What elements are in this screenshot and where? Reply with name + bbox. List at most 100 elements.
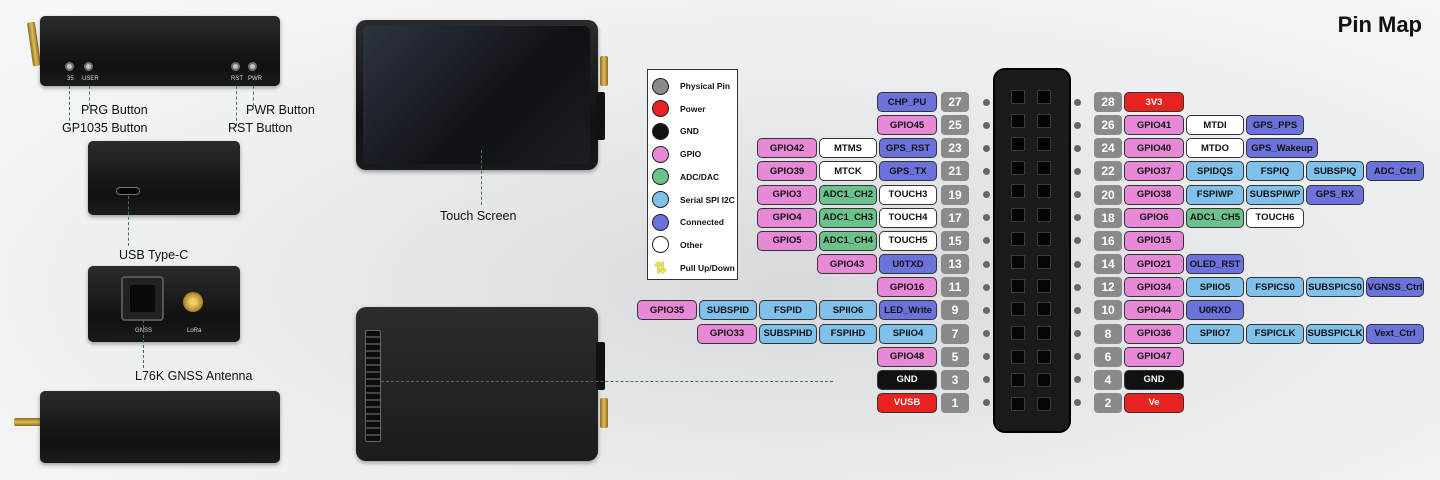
connector-pin-hole (1037, 349, 1051, 364)
pin-label: VUSB (877, 392, 937, 413)
pin-connector-dot (1074, 353, 1081, 361)
legend-item: ⇅Pull Up/Down (652, 258, 735, 278)
pin-number: 8 (1094, 323, 1122, 344)
pin-connector-dot (983, 306, 990, 314)
connector-pin-hole (1011, 326, 1025, 340)
pin-label: 3V3 (1124, 92, 1184, 112)
leader-line (253, 86, 254, 106)
pin-number: 12 (1094, 277, 1122, 298)
pin-number: 16 (1094, 230, 1122, 251)
gnss-antenna-label: L76K GNSS Antenna (135, 369, 253, 383)
connector-pin-hole (1037, 160, 1051, 175)
antenna-icon (600, 398, 608, 428)
connector-pin-hole (1011, 396, 1025, 411)
legend-item: Serial SPI I2C (652, 190, 735, 210)
pin-label: ADC1_CH5 (1186, 207, 1244, 228)
button-35-icon[interactable] (65, 62, 74, 71)
pin-label: SPIIO5 (1186, 277, 1244, 298)
legend-item: ADC/DAC (652, 167, 719, 187)
legend-label: Physical Pin (680, 81, 731, 91)
pin-number: 22 (1094, 161, 1122, 182)
connector-pin-hole (1037, 396, 1051, 411)
prg-button-label: PRG Button (81, 103, 148, 117)
legend-swatch (652, 168, 669, 186)
connector-pin-hole (1037, 113, 1051, 128)
pin-label: MTDI (1186, 115, 1244, 136)
legend-swatch (652, 77, 669, 95)
connector-pin-hole (1037, 278, 1051, 293)
pin-number: 27 (941, 92, 969, 112)
rst-button-icon[interactable] (231, 62, 240, 71)
pin-label: CHP_PU (877, 92, 937, 112)
pin-connector-dot (1074, 191, 1081, 199)
pin-label: GPIO35 (637, 300, 697, 321)
pin-label: GPIO41 (1124, 115, 1184, 136)
device-gnss-side (88, 266, 240, 342)
lora-connector-icon (183, 292, 203, 312)
pin-label: GPIO44 (1124, 300, 1184, 321)
pin-label: SUBSPICS0 (1306, 277, 1364, 298)
connector-pin-hole (1011, 184, 1025, 199)
legend-swatch (652, 100, 669, 118)
pin-connector-dot (983, 214, 990, 222)
pin-number: 2 (1094, 392, 1122, 413)
pin-label: GPIO38 (1124, 184, 1184, 205)
pin-number: 25 (941, 115, 969, 136)
antenna-icon (600, 56, 608, 86)
antenna-icon (26, 21, 42, 67)
tiny-label-user: USER (82, 76, 99, 82)
pin-number: 5 (941, 346, 969, 367)
pin-label: FSPIWP (1186, 184, 1244, 205)
pin-label: SPIIO4 (879, 323, 937, 344)
pin-label: MTCK (819, 161, 877, 182)
legend-item: GND (652, 121, 699, 141)
leader-line (481, 150, 482, 205)
user-button-icon[interactable] (84, 62, 93, 71)
touch-screen[interactable] (363, 26, 590, 164)
legend-label: Power (680, 103, 706, 114)
pin-label: FSPIQ (1246, 161, 1304, 182)
pin-number: 13 (941, 254, 969, 275)
connector-pin-hole (1011, 208, 1025, 222)
pin-label: ADC1_CH4 (819, 230, 877, 251)
legend-item: Power (652, 99, 706, 119)
rst-button-label: RST Button (228, 121, 293, 135)
pin-header-icon (365, 330, 381, 442)
pwr-button-icon[interactable] (248, 62, 257, 71)
pin-connector-dot (1074, 167, 1081, 175)
connector-pin-hole (1011, 349, 1025, 364)
connector-pin-hole (1011, 373, 1025, 388)
connector-pin-hole (1037, 184, 1051, 199)
usb-c-port-icon (116, 187, 140, 195)
connector-pin-hole (1037, 326, 1051, 340)
pin-connector-dot (983, 191, 990, 199)
pin-connector-dot (983, 260, 990, 268)
connector-pin-hole (1011, 137, 1025, 152)
pin-label: TOUCH3 (879, 184, 937, 205)
connector-pin-hole (1037, 90, 1051, 104)
pin-connector-dot (1074, 260, 1081, 268)
connector-pin-hole (1037, 373, 1051, 388)
pin-label: GPIO39 (757, 161, 817, 182)
pin-label: MTDO (1186, 138, 1244, 159)
pin-label: GPIO40 (1124, 138, 1184, 159)
connector-pin-hole (1011, 90, 1025, 104)
pin-connector-dot (1074, 98, 1081, 106)
pin-label: SPIIO6 (819, 300, 877, 321)
pin-label: GPS_RX (1306, 184, 1364, 205)
device-back (356, 307, 598, 461)
pin-label: GPS_Wakeup (1246, 138, 1318, 159)
pin-label: GPIO45 (877, 115, 937, 136)
pin-number: 3 (941, 369, 969, 390)
pin-connector-dot (1074, 376, 1081, 384)
pin-connector-dot (1074, 399, 1081, 407)
antenna-icon (14, 418, 44, 426)
pin-label: GPS_PPS (1246, 115, 1304, 136)
pin-label: GPIO37 (1124, 161, 1184, 182)
pin-label: OLED_RST (1186, 254, 1244, 275)
pin-label: GPS_RST (879, 138, 937, 159)
connector-pin-hole (1037, 208, 1051, 222)
pin-number: 4 (1094, 369, 1122, 390)
pin-label: GPIO15 (1124, 230, 1184, 251)
